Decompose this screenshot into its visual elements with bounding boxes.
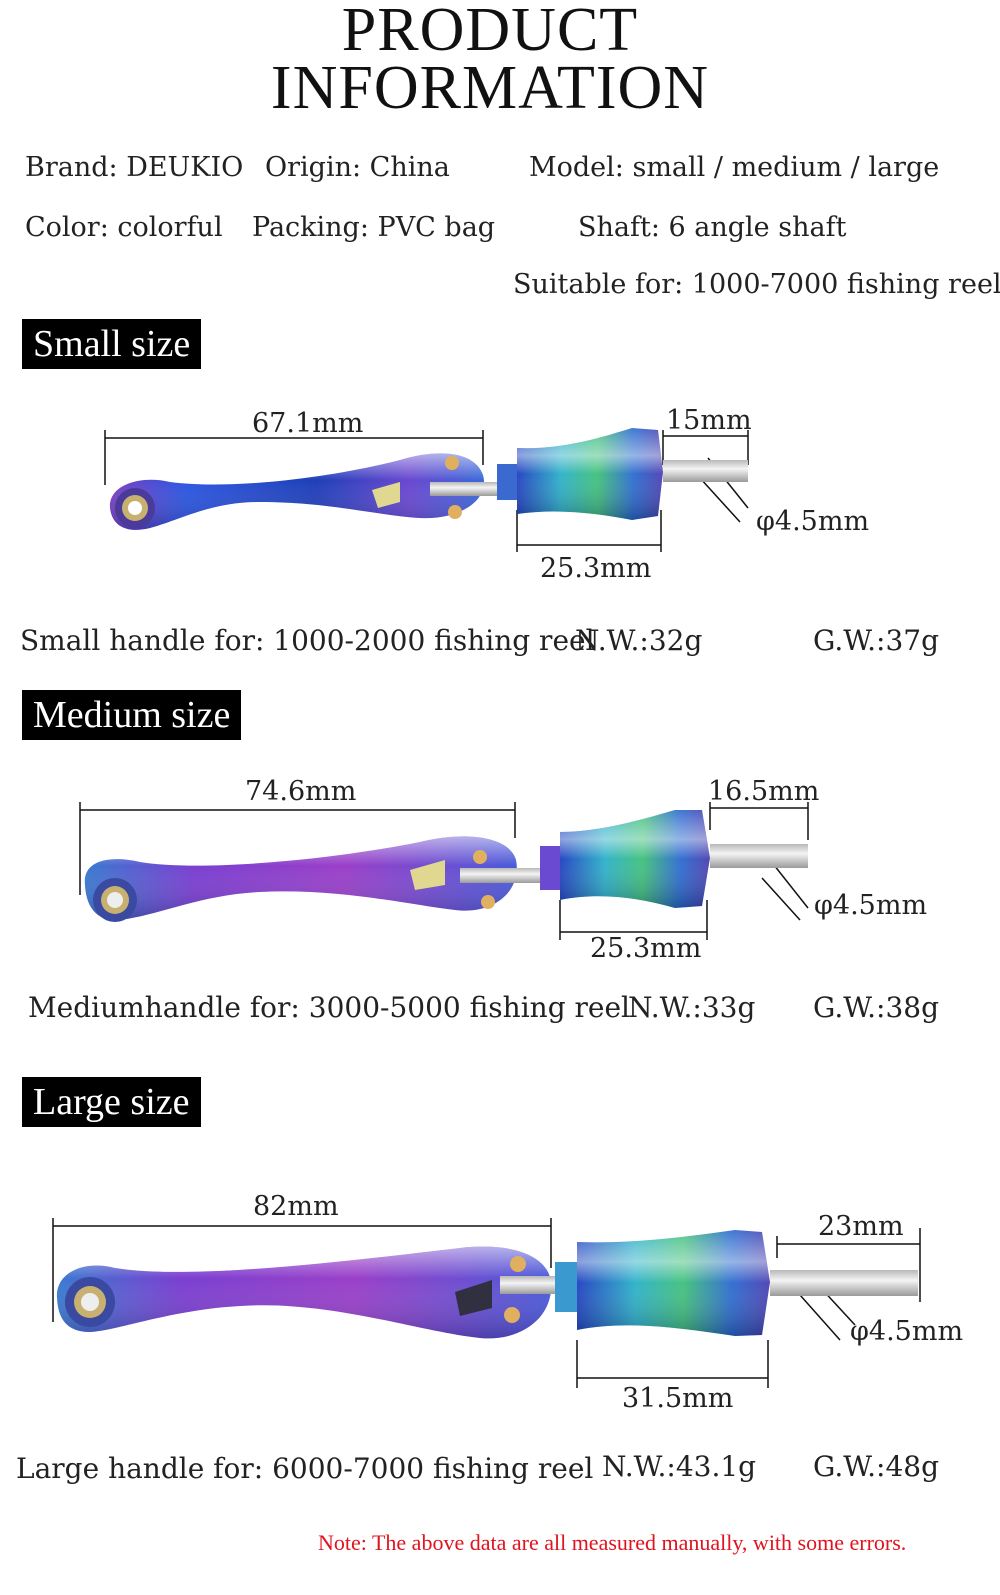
small-net-weight: N.W.:32g (575, 624, 703, 657)
small-knob-length: 25.3mm (540, 553, 652, 584)
small-handle-diagram (104, 428, 749, 552)
medium-shaft-length: 16.5mm (708, 776, 820, 807)
small-usage: Small handle for: 1000-2000 fishing reel (20, 624, 595, 657)
medium-usage: Mediumhandle for: 3000-5000 fishing reel (28, 991, 630, 1024)
spec-shaft: Shaft: 6 angle shaft (578, 212, 847, 243)
medium-knob (540, 810, 808, 908)
small-gross-weight: G.W.:37g (813, 624, 940, 657)
large-knob (555, 1230, 918, 1336)
dimension-lines (104, 430, 749, 552)
small-handle-length: 67.1mm (252, 408, 364, 439)
small-arm (109, 453, 502, 530)
medium-handle-diagram (79, 802, 809, 940)
medium-arm (84, 836, 555, 922)
small-shaft-diameter: φ4.5mm (756, 506, 870, 537)
medium-gross-weight: G.W.:38g (813, 991, 940, 1024)
large-arm (56, 1246, 578, 1339)
spec-color: Color: colorful (25, 212, 223, 243)
size-badge-large: Large size (22, 1077, 201, 1127)
size-badge-medium: Medium size (22, 690, 242, 740)
dimension-lines (52, 1218, 921, 1388)
measurement-note: Note: The above data are all measured ma… (318, 1530, 907, 1555)
dimension-lines (79, 802, 809, 940)
page-title-line1: PRODUCT (341, 0, 639, 64)
large-usage: Large handle for: 6000-7000 fishing reel (16, 1452, 594, 1485)
large-net-weight: N.W.:43.1g (602, 1450, 757, 1483)
spec-brand: Brand: DEUKIO (25, 152, 244, 183)
large-handle-diagram (52, 1218, 921, 1388)
spec-model: Model: small / medium / large (529, 152, 940, 183)
spec-suitable: Suitable for: 1000-7000 fishing reel (513, 269, 1000, 300)
medium-handle-length: 74.6mm (245, 776, 357, 807)
large-shaft-diameter: φ4.5mm (850, 1316, 964, 1347)
large-knob-length: 31.5mm (622, 1383, 734, 1414)
large-gross-weight: G.W.:48g (813, 1450, 940, 1483)
medium-net-weight: N.W.:33g (628, 991, 756, 1024)
spec-packing: Packing: PVC bag (252, 212, 496, 243)
large-shaft-length: 23mm (818, 1211, 904, 1242)
large-handle-length: 82mm (253, 1191, 339, 1222)
small-knob (497, 428, 748, 520)
page-title-line2: INFORMATION (270, 54, 710, 122)
medium-knob-length: 25.3mm (590, 933, 702, 964)
medium-shaft-diameter: φ4.5mm (814, 890, 928, 921)
size-badge-small: Small size (22, 319, 202, 369)
small-shaft-length: 15mm (666, 405, 752, 436)
spec-origin: Origin: China (265, 152, 450, 183)
